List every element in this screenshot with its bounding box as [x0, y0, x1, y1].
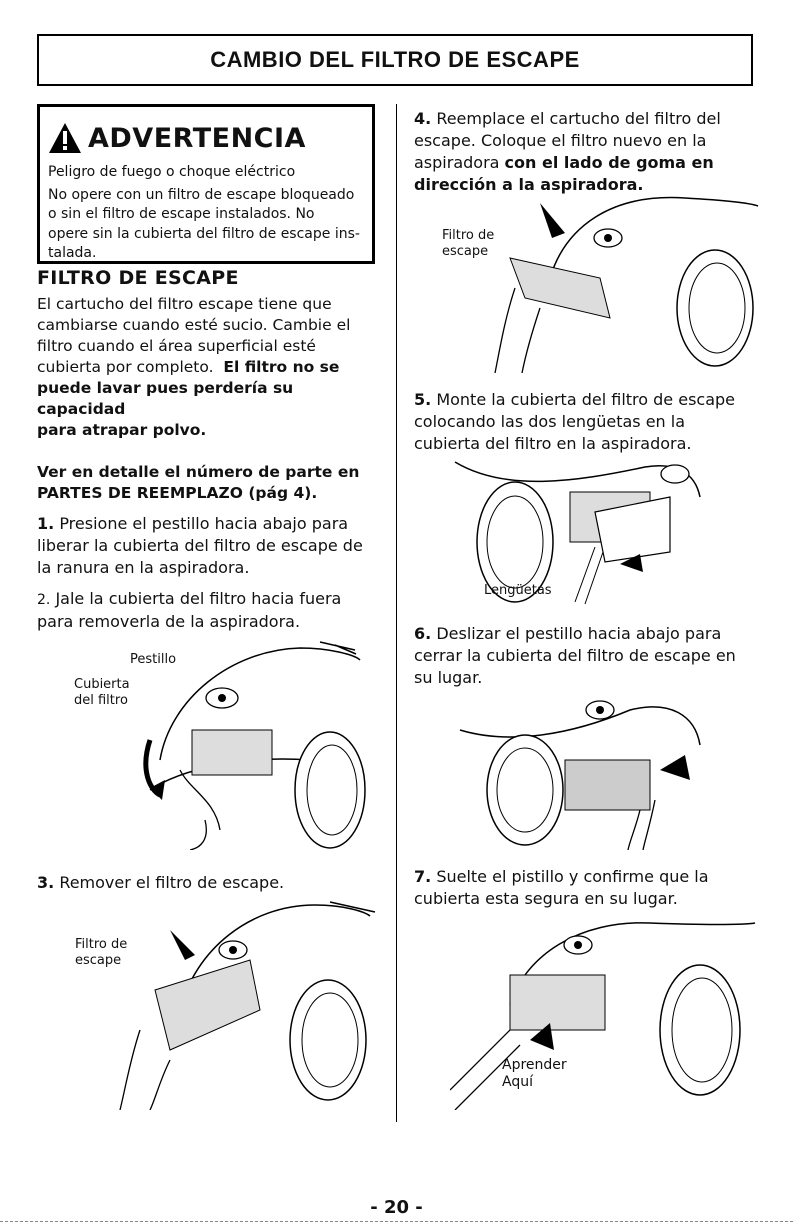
step-text: su lugar.	[414, 668, 483, 687]
page-title: CAMBIO DEL FILTRO DE ESCAPE	[37, 34, 753, 86]
reference-line: PARTES DE REEMPLAZO (pág 4).	[37, 484, 318, 502]
step-text-bold: dirección a la aspiradora.	[414, 175, 644, 194]
figure-label: Filtro de	[75, 937, 128, 952]
figure-label: escape	[442, 244, 489, 259]
step-text-bold: con el lado de goma en	[504, 153, 714, 172]
intro-bold-line: para atrapar polvo.	[37, 421, 207, 439]
vacuum-illustration	[450, 922, 756, 1110]
step-text: colocando las dos lengüetas en la	[414, 412, 686, 431]
warning-triangle-icon	[49, 123, 81, 153]
filter-section: FILTRO DE ESCAPE El cartucho del filtro …	[37, 268, 382, 504]
step-text: Remover el filtro de escape.	[59, 873, 285, 892]
step-text: la ranura en la aspiradora.	[37, 558, 250, 577]
intro-line: filtro cuando el área superficial esté	[37, 337, 316, 355]
figure-label: Pestillo	[130, 652, 177, 667]
warning-heading: ADVERTENCIA	[88, 122, 306, 154]
figure-label: Filtro de	[442, 228, 495, 243]
figure-label: Aprender	[502, 1057, 567, 1073]
warning-line: opere sin la cubierta del filtro de esca…	[48, 225, 360, 242]
step-text: liberar la cubierta del filtro de escape…	[37, 536, 363, 555]
warning-box: ADVERTENCIA Peligro de fuego o choque el…	[37, 104, 375, 264]
intro-line-text: cubierta por completo.	[37, 358, 214, 376]
figure-label: Lengüetas	[484, 583, 552, 598]
page-number: - 20 -	[370, 1197, 423, 1218]
vacuum-illustration	[119, 901, 376, 1110]
figure-label: Cubierta	[74, 677, 130, 692]
step-text: cubierta del filtro en la aspiradora.	[414, 434, 692, 453]
warning-line: No opere con un filtro de escape bloquea…	[48, 186, 355, 203]
figure-label: escape	[75, 953, 122, 968]
vacuum-illustration	[494, 196, 759, 373]
step-text: Jale la cubierta del filtro hacia fuera	[55, 589, 342, 608]
reference-line: Ver en detalle el número de parte en	[37, 463, 360, 481]
section-title: FILTRO DE ESCAPE	[37, 267, 239, 289]
warning-heading-row: ADVERTENCIA	[48, 117, 360, 159]
warning-line: Peligro de fuego o choque eléctrico	[48, 164, 296, 180]
step-2: 2. Jale la cubierta del filtro hacia fue…	[37, 588, 382, 633]
intro-paragraph: El cartucho del filtro escape tiene que …	[37, 294, 382, 441]
step-text: Presione el pestillo hacia abajo para	[59, 514, 349, 533]
step-text: cubierta esta segura en su lugar.	[414, 889, 678, 908]
warning-line: talada.	[48, 245, 97, 261]
intro-line: cubierta por completo. El filtro no se	[37, 357, 382, 378]
figure-label: Aquí	[502, 1074, 533, 1090]
step-4: 4. Reemplace el cartucho del filtro del …	[414, 108, 759, 196]
step-1: 1. Presione el pestillo hacia abajo para…	[37, 513, 382, 579]
step-text: aspiradora	[414, 153, 505, 172]
column-divider	[396, 104, 397, 1122]
step-text: Reemplace el cartucho del filtro del	[436, 109, 721, 128]
step-number: 2.	[37, 592, 51, 608]
step-text: escape. Coloque el filtro nuevo en la	[414, 131, 707, 150]
step-text: Monte la cubierta del filtro de escape	[436, 390, 736, 409]
step-number: 7.	[414, 867, 432, 886]
footer-line	[0, 1221, 793, 1222]
intro-line: El cartucho del filtro escape tiene que	[37, 295, 332, 313]
step-text: para removerla de la aspiradora.	[37, 612, 301, 631]
step-6: 6. Deslizar el pestillo hacia abajo para…	[414, 623, 774, 689]
step-text: cerrar la cubierta del filtro de escape …	[414, 646, 736, 665]
intro-bold-inline: El filtro no se	[223, 358, 340, 376]
step-number: 3.	[37, 873, 55, 892]
vacuum-illustration	[454, 461, 701, 605]
parts-reference: Ver en detalle el número de parte en PAR…	[37, 462, 382, 504]
step-text: Suelte el pistillo y confirme que la	[436, 867, 709, 886]
step-number: 4.	[414, 109, 432, 128]
step-number: 1.	[37, 514, 55, 533]
intro-line: cambiarse cuando esté sucio. Cambie el	[37, 316, 351, 334]
step-text: Deslizar el pestillo hacia abajo para	[436, 624, 722, 643]
warning-line: o sin el filtro de escape instalados. No	[48, 206, 315, 222]
step-number: 5.	[414, 390, 432, 409]
intro-bold-line: puede lavar pues perdería su capacidad	[37, 379, 294, 418]
figure-label: del filtro	[74, 693, 128, 708]
vacuum-illustration	[143, 641, 366, 850]
step-5: 5. Monte la cubierta del filtro de escap…	[414, 389, 774, 455]
step-3: 3. Remover el filtro de escape.	[37, 872, 382, 893]
vacuum-illustration	[459, 700, 701, 850]
step-7: 7. Suelte el pistillo y confirme que la …	[414, 866, 774, 910]
step-number: 6.	[414, 624, 432, 643]
